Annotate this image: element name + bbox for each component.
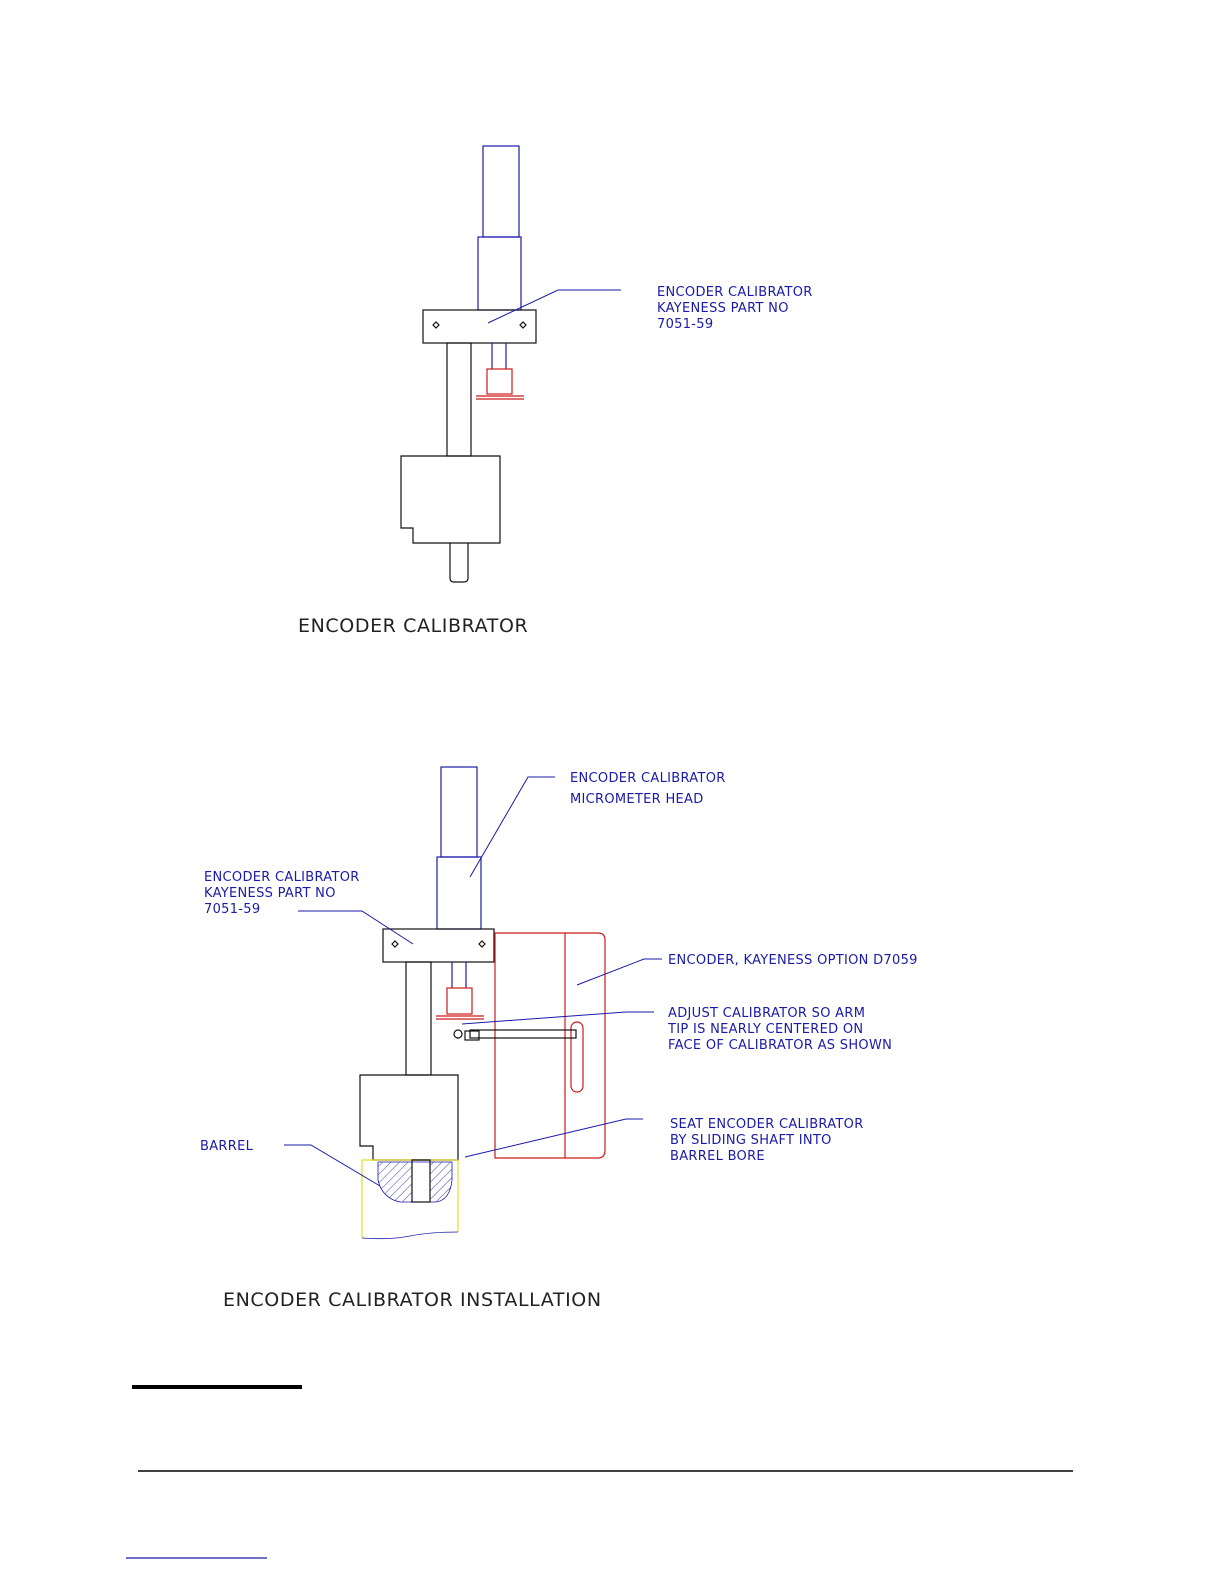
label-adjust-line3: FACE OF CALIBRATOR AS SHOWN — [668, 1038, 892, 1053]
calibrator-block — [422, 309, 537, 344]
encoder-calibrator-drawing: ENCODER CALIBRATOR KAYENESS PART NO 7051… — [298, 145, 813, 637]
barrel-bore-hatch — [377, 1161, 453, 1203]
encoder-slot — [570, 1021, 584, 1093]
shaft-in-bore — [411, 1159, 431, 1203]
calibrator-block-2 — [382, 928, 495, 963]
encoder-housing — [494, 932, 606, 1159]
probe-head-2 — [446, 987, 473, 1015]
label-seat-line1: SEAT ENCODER CALIBRATOR — [670, 1117, 864, 1132]
diagram2-title: ENCODER CALIBRATOR INSTALLATION — [223, 1289, 602, 1311]
micrometer-thimble — [477, 236, 522, 311]
barrel-break-line — [361, 1231, 459, 1240]
block-screw-left — [432, 321, 440, 329]
micrometer-upper-barrel — [482, 145, 520, 238]
label-part-line3: 7051-59 — [657, 317, 713, 332]
lower-body — [400, 455, 501, 544]
block-screw-right-2 — [478, 940, 486, 948]
leader-adjust — [461, 1011, 654, 1025]
label-adjust-line1: ADJUST CALIBRATOR SO ARM — [668, 1006, 865, 1021]
micrometer-upper-barrel-2 — [440, 766, 478, 858]
support-rod-2 — [405, 961, 432, 1076]
encoder-arm — [469, 1029, 577, 1039]
leader-part — [487, 289, 621, 324]
label-encoder: ENCODER, KAYENESS OPTION D7059 — [668, 953, 918, 968]
label-adjust-line2: TIP IS NEARLY CENTERED ON — [667, 1022, 863, 1037]
leader-encoder — [576, 958, 662, 986]
leader-barrel — [284, 1144, 381, 1187]
encoder-calibrator-installation-drawing: ENCODER CALIBRATOR MICROMETER HEAD ENCOD… — [200, 766, 918, 1311]
label-seat-line2: BY SLIDING SHAFT INTO — [670, 1133, 832, 1148]
leader-part-2 — [298, 910, 414, 945]
label-barrel: BARREL — [200, 1139, 254, 1154]
label-part2-line3: 7051-59 — [204, 902, 260, 917]
arm-tip — [464, 1030, 480, 1041]
label-seat-line3: BARREL BORE — [670, 1149, 765, 1164]
diagram1-title: ENCODER CALIBRATOR — [298, 615, 528, 637]
label-part-line1: ENCODER CALIBRATOR — [657, 285, 813, 300]
leader-micrometer — [469, 776, 555, 878]
label-part2-line2: KAYENESS PART NO — [204, 886, 336, 901]
lower-body-2 — [359, 1074, 459, 1161]
label-micrometer-line2: MICROMETER HEAD — [570, 792, 704, 807]
probe-head — [486, 368, 513, 395]
arm-tip-pivot — [453, 1029, 463, 1039]
locating-shaft — [449, 543, 469, 583]
label-micrometer-line1: ENCODER CALIBRATOR — [570, 771, 726, 786]
block-screw-left-2 — [391, 940, 399, 948]
block-screw-right — [519, 321, 527, 329]
leader-seat — [464, 1118, 643, 1158]
label-part2-line1: ENCODER CALIBRATOR — [204, 870, 360, 885]
micrometer-thimble-2 — [436, 856, 482, 930]
label-part-line2: KAYENESS PART NO — [657, 301, 789, 316]
support-rod — [446, 342, 472, 457]
